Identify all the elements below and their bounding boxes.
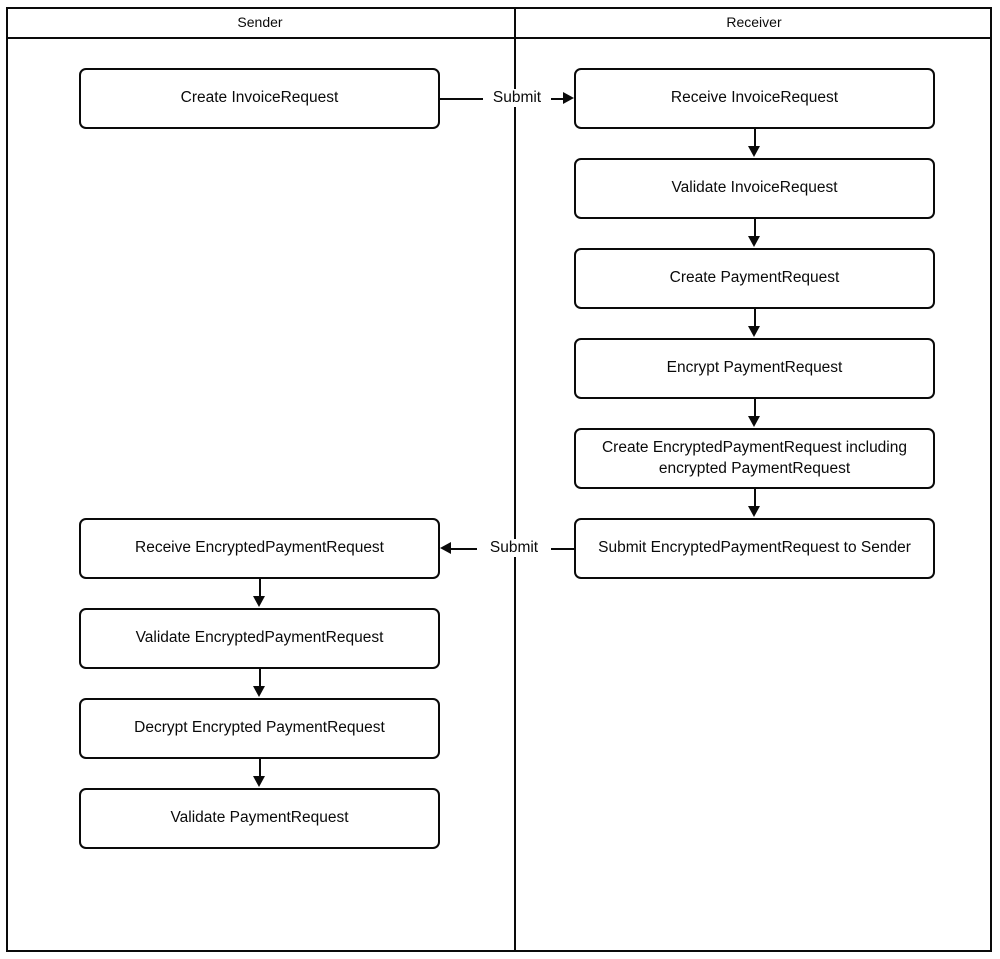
edge-arrowhead-receive-to-validate-invoicerequest: [748, 146, 760, 157]
edge-arrowhead-validate-to-create-paymentrequest: [748, 236, 760, 247]
edge-arrowhead-create-to-encrypt-paymentrequest: [748, 326, 760, 337]
edge-arrowhead-submit-invoicerequest: [563, 92, 574, 104]
edge-line-decrypt-to-validate-paymentrequest: [259, 759, 261, 778]
node-encrypt-paymentrequest[interactable]: Encrypt PaymentRequest: [574, 338, 935, 399]
edge-line-create-encrypted-to-submit: [754, 489, 756, 508]
edge-arrowhead-validate-to-decrypt: [253, 686, 265, 697]
swimlane-header-divider: [6, 37, 992, 39]
edge-arrowhead-receive-to-validate-encryptedpaymentrequest: [253, 596, 265, 607]
node-validate-invoicerequest[interactable]: Validate InvoiceRequest: [574, 158, 935, 219]
lane-title-receiver: Receiver: [726, 14, 782, 30]
edge-arrowhead-decrypt-to-validate-paymentrequest: [253, 776, 265, 787]
node-validate-paymentrequest[interactable]: Validate PaymentRequest: [79, 788, 440, 849]
edge-line-receive-to-validate-invoicerequest: [754, 129, 756, 148]
edge-line-validate-to-decrypt: [259, 669, 261, 688]
node-submit-encryptedpaymentrequest-to-sender[interactable]: Submit EncryptedPaymentRequest to Sender: [574, 518, 935, 579]
edge-line-validate-to-create-paymentrequest: [754, 219, 756, 238]
edge-arrowhead-encrypt-to-create-encryptedpaymentrequest: [748, 416, 760, 427]
edge-label-submit-encryptedpaymentrequest: Submit: [477, 539, 551, 557]
node-receive-invoicerequest[interactable]: Receive InvoiceRequest: [574, 68, 935, 129]
edge-arrowhead-submit-encryptedpaymentrequest: [440, 542, 451, 554]
edge-line-create-to-encrypt-paymentrequest: [754, 309, 756, 328]
lane-title-sender: Sender: [237, 14, 283, 30]
node-validate-encryptedpaymentrequest[interactable]: Validate EncryptedPaymentRequest: [79, 608, 440, 669]
node-decrypt-encrypted-paymentrequest[interactable]: Decrypt Encrypted PaymentRequest: [79, 698, 440, 759]
edge-arrowhead-create-encrypted-to-submit: [748, 506, 760, 517]
node-create-paymentrequest[interactable]: Create PaymentRequest: [574, 248, 935, 309]
node-create-encryptedpaymentrequest[interactable]: Create EncryptedPaymentRequest including…: [574, 428, 935, 489]
node-create-invoicerequest[interactable]: Create InvoiceRequest: [79, 68, 440, 129]
edge-line-receive-to-validate-encryptedpaymentrequest: [259, 579, 261, 598]
swimlane-vertical-divider: [514, 7, 516, 952]
node-receive-encryptedpaymentrequest[interactable]: Receive EncryptedPaymentRequest: [79, 518, 440, 579]
edge-line-encrypt-to-create-encryptedpaymentrequest: [754, 399, 756, 418]
edge-label-submit-invoicerequest: Submit: [483, 89, 551, 107]
